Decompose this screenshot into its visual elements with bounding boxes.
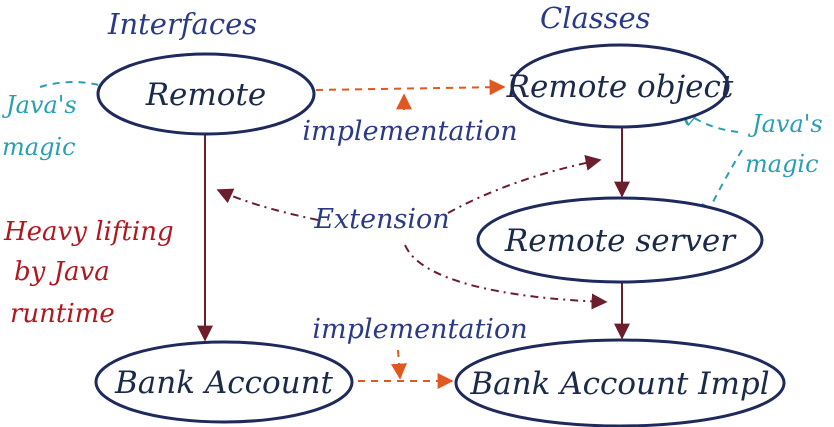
- node-bank-account: Bank Account: [94, 340, 354, 424]
- note-heavy-lifting-line1: Heavy lifting: [3, 217, 174, 247]
- node-bank-account-impl-label: Bank Account Impl: [469, 366, 769, 402]
- node-remote-label: Remote: [145, 77, 267, 113]
- note-heavy-lifting-line3: runtime: [10, 299, 115, 329]
- arrow-extension-to-remote-object: [447, 154, 602, 214]
- node-remote: Remote: [96, 52, 316, 136]
- arrow-javas-magic-left: [39, 82, 123, 92]
- node-bank-account-impl: Bank Account Impl: [454, 338, 786, 427]
- arrow-extension-to-remote-interface: [216, 188, 319, 221]
- heading-interfaces: Interfaces: [107, 7, 257, 41]
- label-implementation-top: implementation: [302, 116, 517, 147]
- label-extension: Extension: [313, 204, 449, 235]
- arrow-implementation-top: [315, 79, 506, 96]
- note-magic-right: magic: [745, 150, 819, 178]
- node-remote-server: Remote server: [476, 196, 764, 284]
- node-remote-object: Remote object: [506, 43, 734, 129]
- pointer-implementation-bottom: [390, 349, 407, 380]
- node-bank-account-label: Bank Account: [114, 365, 334, 401]
- note-magic-left: magic: [2, 133, 76, 161]
- note-javas-right: Java's: [747, 110, 823, 138]
- heading-classes: Classes: [540, 1, 651, 35]
- label-implementation-bottom: implementation: [312, 314, 527, 345]
- node-remote-server-label: Remote server: [504, 223, 737, 259]
- note-heavy-lifting-line2: by Java: [14, 257, 110, 287]
- note-javas-left: Java's: [1, 91, 77, 119]
- node-remote-object-label: Remote object: [506, 69, 734, 105]
